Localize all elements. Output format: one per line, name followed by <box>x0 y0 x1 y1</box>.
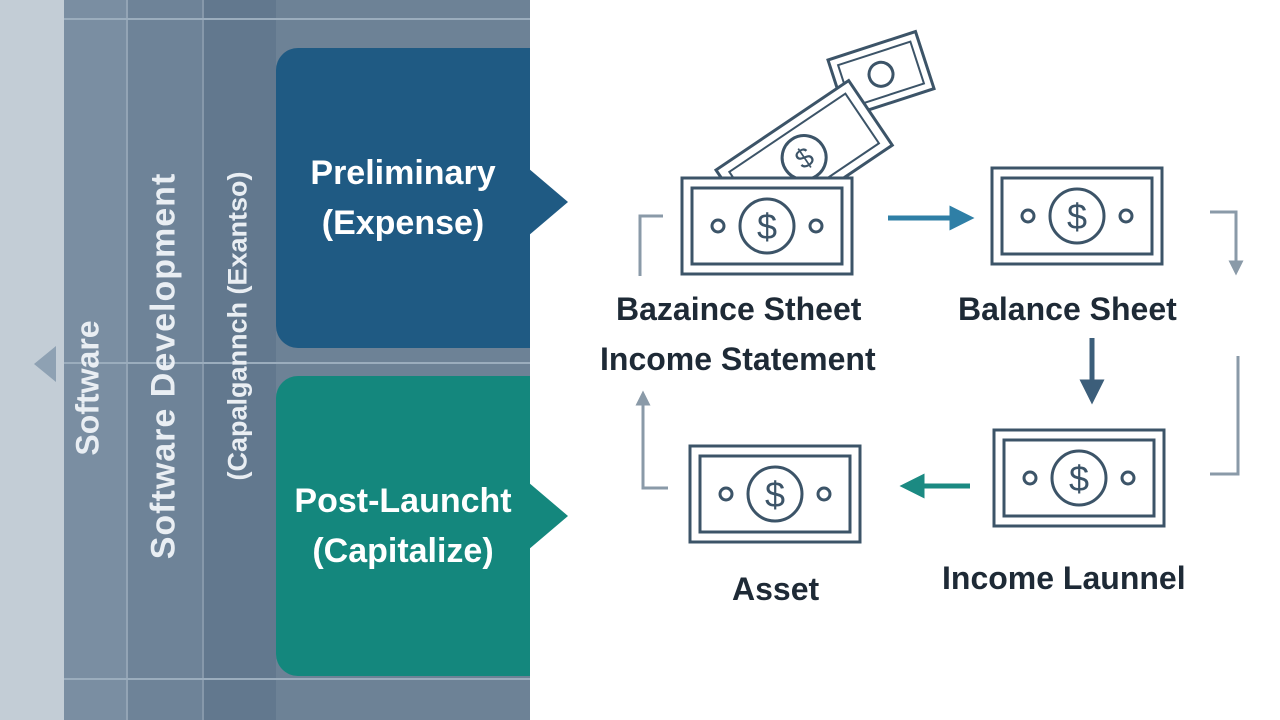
node4-label: Asset <box>732 571 820 607</box>
node4-bill-icon: $ <box>688 444 862 544</box>
middle-divider <box>64 362 530 364</box>
arrow-node2-right-down <box>1210 210 1244 276</box>
connector-node3-right <box>1210 356 1240 476</box>
node2-dollar-sign: $ <box>1067 196 1087 237</box>
node2-label: Balance Sheet <box>958 291 1177 327</box>
preliminary-arrow-tip <box>528 168 568 236</box>
arrow-node4-up <box>635 390 668 490</box>
preliminary-title: Preliminary <box>310 154 496 192</box>
development-strip <box>126 0 204 720</box>
node1-bill-icon: $ <box>680 176 854 276</box>
node1-label-line1: Bazaince Stheet <box>616 291 862 327</box>
node3-label: Income Launnel <box>942 560 1186 596</box>
bottom-divider <box>64 678 530 680</box>
preliminary-phase: Preliminary (Expense) <box>276 48 530 348</box>
post-launch-title: Post-Launcht <box>294 482 512 520</box>
capitalization-strip <box>202 0 278 720</box>
node1-dollar-sign: $ <box>757 206 777 247</box>
software-strip <box>64 0 126 720</box>
node4-dollar-sign: $ <box>765 474 785 515</box>
left-chevron-icon <box>34 346 56 382</box>
node3-dollar-sign: $ <box>1069 458 1089 499</box>
node1-label-line2: Income Statement <box>600 341 876 377</box>
post-launch-phase: Post-Launcht (Capitalize) <box>276 376 530 676</box>
preliminary-subtitle: (Expense) <box>321 204 485 242</box>
post-launch-arrow-tip <box>528 482 568 550</box>
post-launch-subtitle: (Capitalize) <box>312 532 494 570</box>
connector-node1-left <box>638 214 663 276</box>
top-divider <box>64 18 530 20</box>
node3-bill-icon: $ <box>992 428 1166 528</box>
node2-bill-icon: $ <box>990 166 1164 266</box>
